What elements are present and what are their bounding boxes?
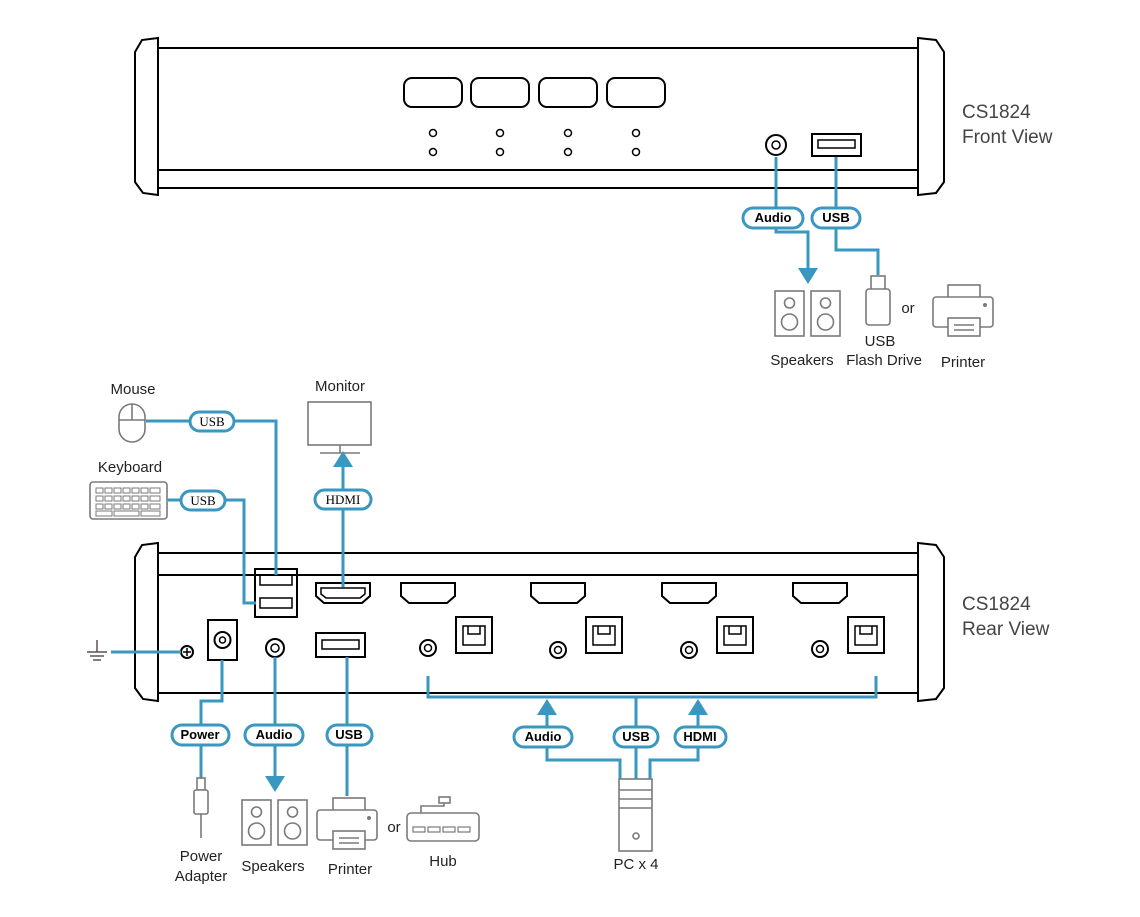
mouse-icon — [118, 403, 146, 443]
power-adapter-icon — [193, 777, 209, 838]
flash-label-line1: USB — [865, 333, 896, 350]
svg-text:HDMI: HDMI — [326, 492, 361, 507]
console-hdmi-port-icon — [315, 582, 371, 604]
monitor-label: Monitor — [315, 378, 365, 395]
svg-text:USB: USB — [622, 729, 649, 744]
svg-text:Audio: Audio — [525, 729, 562, 744]
rear-speakers-icon — [241, 799, 308, 846]
rear-printer-label: Printer — [328, 861, 372, 878]
pc2-hdmi-port-icon — [530, 582, 586, 604]
rear-title-line2: Rear View — [962, 619, 1050, 640]
port-button-1 — [403, 77, 463, 108]
svg-text:Audio: Audio — [755, 210, 792, 225]
rear-or-label: or — [387, 819, 400, 836]
svg-text:USB: USB — [335, 727, 362, 742]
power-adapter-label-line2: Adapter — [175, 868, 228, 885]
pc-tower-icon — [618, 778, 653, 852]
left-bracket-icon — [134, 36, 159, 197]
front-audio-tag: Audio — [741, 206, 805, 230]
pc1-hdmi-port-icon — [400, 582, 456, 604]
front-cables — [774, 157, 880, 284]
rear-title-line1: CS1824 — [962, 594, 1031, 615]
front-title-line2: Front View — [962, 127, 1053, 148]
usb-hub-icon — [406, 796, 480, 842]
svg-text:Audio: Audio — [256, 727, 293, 742]
front-printer-label: Printer — [941, 354, 985, 371]
front-printer-icon — [932, 284, 994, 337]
front-or-label: or — [901, 300, 914, 317]
console-audio-tag: Audio — [243, 723, 305, 747]
svg-text:USB: USB — [822, 210, 849, 225]
rear-body — [157, 552, 919, 694]
front-usb-port-icon — [811, 133, 862, 157]
mouse-label: Mouse — [110, 381, 155, 398]
svg-text:HDMI: HDMI — [683, 729, 716, 744]
console-usb-port-icon — [315, 632, 366, 658]
svg-text:USB: USB — [190, 493, 216, 508]
right-bracket-icon — [917, 36, 945, 197]
svg-text:Power: Power — [180, 727, 219, 742]
pc3-audio-jack-icon — [680, 641, 698, 659]
port-button-3 — [538, 77, 598, 108]
port-button-4 — [606, 77, 666, 108]
kvm-front-panel — [134, 36, 945, 197]
console-usb-tag: USB — [325, 723, 374, 747]
pc-usb-tag: USB — [612, 725, 660, 749]
pc4-usb-b-port-icon — [847, 616, 885, 654]
rear-printer-icon — [316, 797, 378, 850]
front-usb-tag: USB — [810, 206, 862, 230]
mouse-usb-tag: USB — [188, 410, 236, 433]
svg-text:USB: USB — [199, 414, 225, 429]
pc3-hdmi-port-icon — [661, 582, 717, 604]
pc-hdmi-tag: HDMI — [673, 725, 728, 749]
port-leds — [428, 128, 641, 157]
keyboard-icon — [89, 481, 168, 520]
power-tag: Power — [170, 723, 231, 747]
kvm-rear-panel — [134, 541, 945, 703]
front-audio-jack-icon — [765, 134, 787, 156]
ground-symbol-icon — [87, 640, 107, 661]
port-button-2 — [470, 77, 530, 108]
pc2-usb-b-port-icon — [585, 616, 623, 654]
pc-label: PC x 4 — [613, 856, 658, 873]
monitor-icon — [307, 401, 372, 454]
pc4-audio-jack-icon — [811, 640, 829, 658]
rear-speakers-label: Speakers — [241, 858, 304, 875]
pc1-usb-b-port-icon — [455, 616, 493, 654]
rear-left-bracket-icon — [134, 541, 159, 703]
pc-audio-tag: Audio — [512, 725, 574, 749]
rear-right-bracket-icon — [917, 541, 945, 703]
pc4-hdmi-port-icon — [792, 582, 848, 604]
pc1-audio-jack-icon — [419, 639, 437, 657]
front-speakers-icon — [774, 290, 841, 337]
power-adapter-label-line1: Power — [180, 848, 223, 865]
front-body — [157, 47, 919, 189]
keyboard-label: Keyboard — [98, 459, 162, 476]
front-title-line1: CS1824 — [962, 102, 1031, 123]
keyboard-usb-tag: USB — [179, 489, 227, 512]
hub-label: Hub — [429, 853, 457, 870]
monitor-hdmi-tag: HDMI — [313, 488, 373, 511]
usb-flash-drive-icon — [865, 275, 891, 326]
front-speakers-label: Speakers — [770, 352, 833, 369]
flash-label-line2: Flash Drive — [846, 352, 922, 369]
pc3-usb-b-port-icon — [716, 616, 754, 654]
pc2-audio-jack-icon — [549, 641, 567, 659]
